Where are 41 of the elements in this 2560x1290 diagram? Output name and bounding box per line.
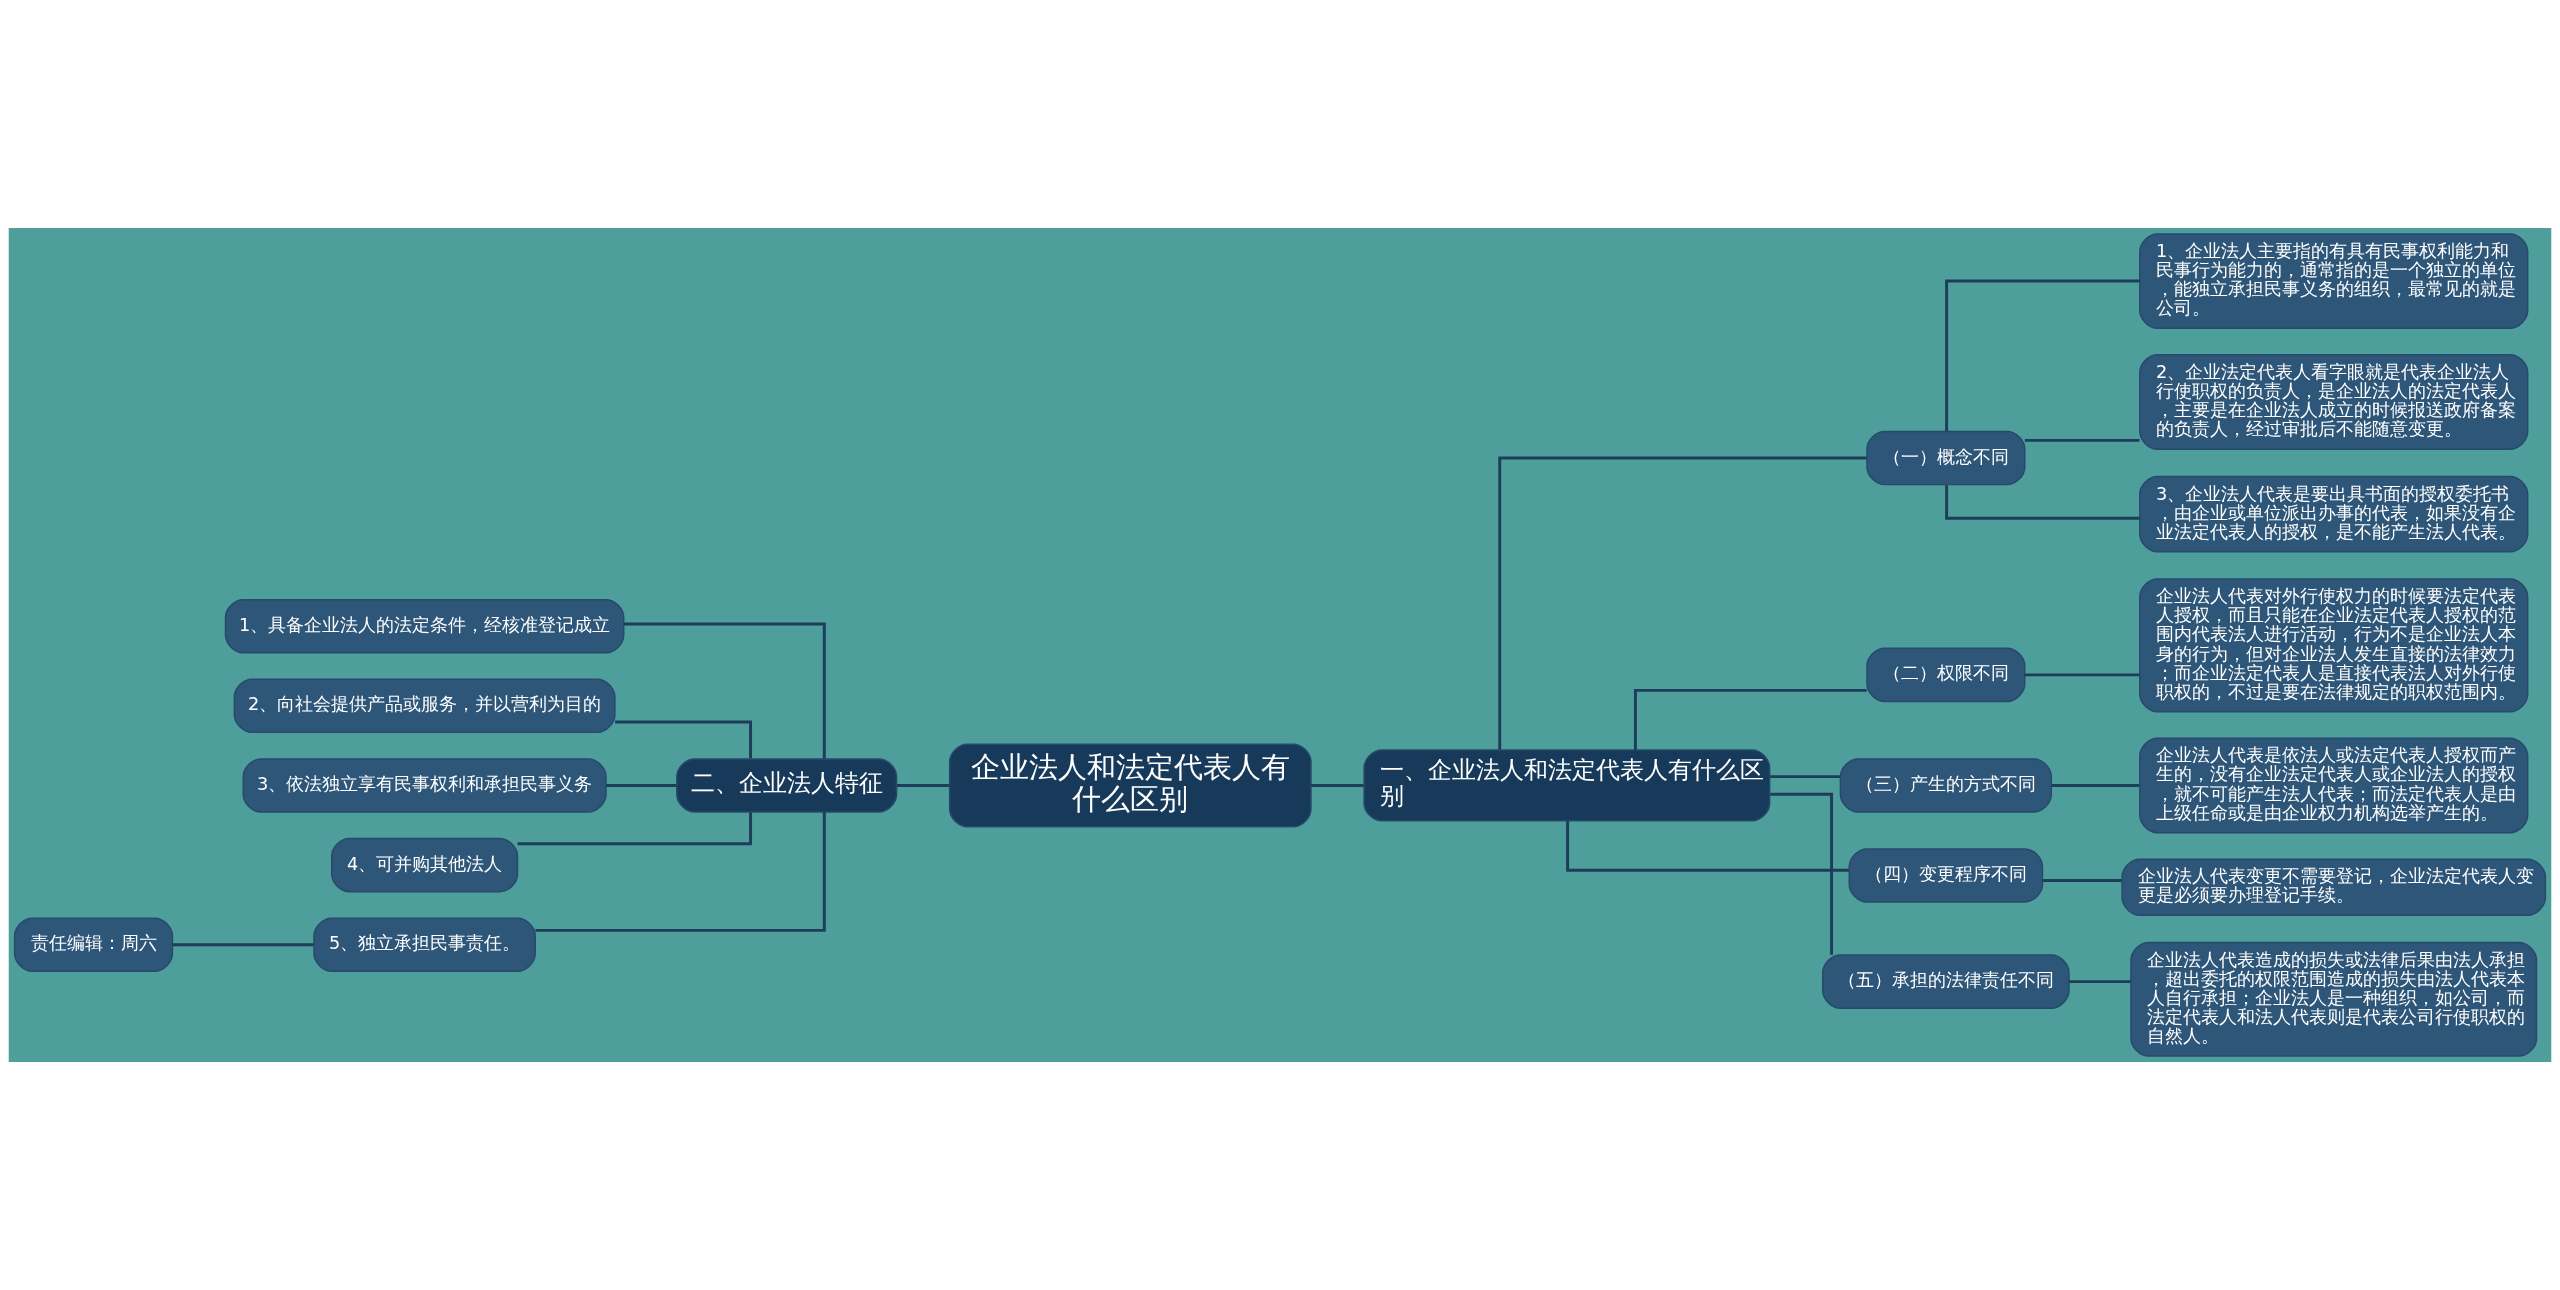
connector <box>1633 688 1867 751</box>
connector <box>2024 438 2140 442</box>
connector <box>1945 485 2140 520</box>
connector <box>172 943 314 947</box>
node-box: 企业法人代表变更不需要登记，企业法定代表人变更是必须要办理登记手续。 <box>2121 858 2547 916</box>
connector <box>2069 980 2131 984</box>
node-box: （一）概念不同 <box>1866 430 2026 486</box>
connector <box>896 784 950 787</box>
connector <box>606 784 677 787</box>
node-box: 责任编辑：周六 <box>13 917 174 973</box>
node-box: 企业法人和法定代表人有什么区别 <box>948 743 1312 828</box>
node-box: 1、具备企业法人的法定条件，经核准登记成立 <box>224 598 625 654</box>
node-box: 3、依法独立享有民事权利和承担民事义务 <box>242 758 607 813</box>
node-box: （三）产生的方式不同 <box>1839 758 2053 813</box>
node-box: 2、向社会提供产品或服务，并以营利为目的 <box>233 678 616 734</box>
node-box: 5、独立承担民事责任。 <box>313 917 536 973</box>
connector <box>623 622 826 759</box>
node-box: 2、企业法定代表人看字眼就是代表企业法人行使职权的负责人，是企业法人的法定代表人，主要是在企业法人成立的时候报送政府备案的负责人，经过审批后不能随意变更。 <box>2139 354 2529 450</box>
node-box: （二）权限不同 <box>1866 647 2026 703</box>
node-box: 企业法人代表造成的损失或法律后果由法人承担，超出委托的权限范围造成的损失由法人代表本人自行承担；企业法人是一种组织，如公司，而法定代表人和法人代表则是代表公司行使职权的自然人。 <box>2130 941 2538 1057</box>
node-box: 二、企业法人特征 <box>676 758 898 813</box>
connector <box>1945 279 2140 432</box>
node-box: 4、可并购其他法人 <box>330 837 519 893</box>
node-box: （五）承担的法律责任不同 <box>1822 954 2070 1009</box>
node-box: 一、企业法人和法定代表人有什么区别 <box>1363 749 1771 822</box>
connector <box>535 812 826 932</box>
connector <box>517 812 753 846</box>
node-box: （四）变更程序不同 <box>1848 848 2044 903</box>
node-box: 1、企业法人主要指的有具有民事权利能力和民事行为能力的，通常指的是一个独立的单位，能独立承担民事义务的组织，最常见的就是公司。 <box>2139 233 2529 330</box>
connector <box>2042 879 2122 883</box>
node-box: 企业法人代表是依法人或法定代表人授权而产生的，没有企业法定代表人或企业法人的授权，就不可能产生法人代表；而法定代表人是由上级任命或是由企业权力机构选举产生的。 <box>2139 737 2529 834</box>
node-box: 企业法人代表对外行使权力的时候要法定代表人授权，而且只能在企业法定代表人授权的范围内代表法人进行活动，行为不是企业法人本身的行为，但对企业法人发生直接的法律效力；而企业法定代表人是直接代表法人对外行使职权的，不过是要在法律规定的职权范围内。 <box>2139 578 2529 713</box>
connector <box>1566 820 1849 872</box>
connector <box>615 720 753 759</box>
connector <box>2024 673 2140 677</box>
node-box: 3、企业法人代表是要出具书面的授权委托书，由企业或单位派出办事的代表，如果没有企业法定代表人的授权，是不能产生法人代表。 <box>2139 475 2529 553</box>
connector <box>2051 784 2140 787</box>
connector <box>1769 775 1841 779</box>
connector <box>1498 456 1867 750</box>
connector <box>1311 784 1364 787</box>
connector <box>1770 792 1834 955</box>
